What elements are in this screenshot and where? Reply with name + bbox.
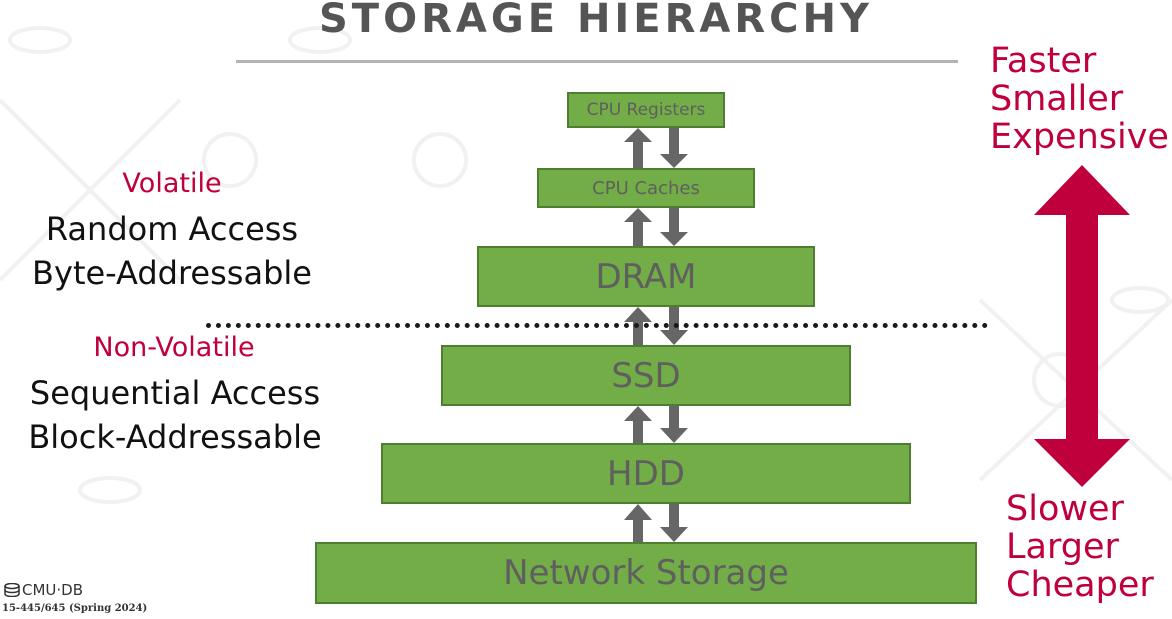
level-ssd: SSD xyxy=(441,345,851,406)
volatile-addressing: Byte-Addressable xyxy=(32,254,312,292)
arrow-pair-registers-caches xyxy=(624,128,688,168)
volatile-heading: Volatile xyxy=(122,168,222,199)
top-properties: Faster Smaller Expensive xyxy=(990,42,1169,156)
cmu-db-logo: CMU·DB xyxy=(4,581,83,599)
arrow-pair-dram-ssd xyxy=(624,307,688,345)
title-underline xyxy=(236,60,958,63)
level-network-storage: Network Storage xyxy=(315,542,977,604)
property-expensive: Expensive xyxy=(990,117,1169,157)
nonvolatile-heading: Non-Volatile xyxy=(93,332,255,363)
bottom-properties: Slower Larger Cheaper xyxy=(1006,490,1154,604)
property-larger: Larger xyxy=(1006,527,1119,567)
level-dram: DRAM xyxy=(477,246,815,307)
nonvolatile-access: Sequential Access xyxy=(29,374,321,412)
level-label: DRAM xyxy=(595,256,697,297)
double-headed-arrow xyxy=(1034,165,1130,487)
volatile-access: Random Access xyxy=(45,210,299,248)
arrow-pair-ssd-hdd xyxy=(624,406,688,443)
property-slower: Slower xyxy=(1006,489,1124,529)
property-smaller: Smaller xyxy=(990,79,1124,119)
volatility-divider xyxy=(206,323,988,328)
level-label: CPU Caches xyxy=(592,177,700,199)
property-faster: Faster xyxy=(990,41,1097,81)
level-cpu-caches: CPU Caches xyxy=(537,168,755,208)
logo-text: CMU·DB xyxy=(22,581,84,599)
arrow-pair-hdd-network xyxy=(624,504,688,542)
level-hdd: HDD xyxy=(381,443,911,504)
nonvolatile-addressing: Block-Addressable xyxy=(28,418,322,456)
level-label: CPU Registers xyxy=(586,100,706,120)
database-icon xyxy=(4,583,20,597)
arrow-pair-caches-dram xyxy=(624,208,688,246)
level-label: Network Storage xyxy=(503,553,789,593)
course-label: 15-445/645 (Spring 2024) xyxy=(2,603,148,614)
level-label: SSD xyxy=(611,355,681,396)
property-cheaper: Cheaper xyxy=(1006,565,1154,605)
page-title: STORAGE HIERARCHY xyxy=(319,0,873,42)
level-cpu-registers: CPU Registers xyxy=(567,92,725,128)
level-label: HDD xyxy=(607,453,685,494)
